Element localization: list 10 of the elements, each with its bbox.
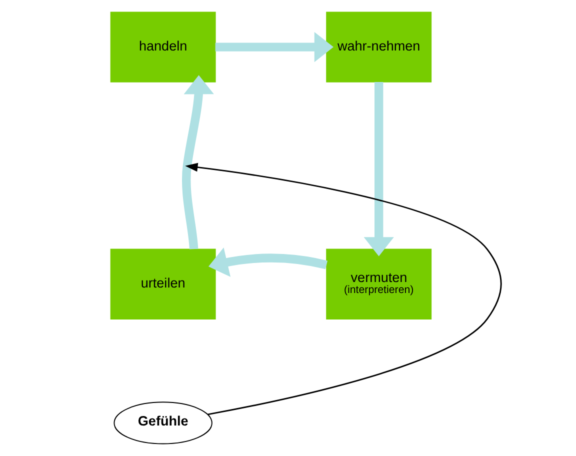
node-box: wahr-nehmen (326, 12, 432, 82)
node-box: handeln (110, 12, 216, 82)
arrow (182, 75, 214, 250)
node-ellipse: Gefühle (114, 402, 212, 444)
arrow (215, 32, 334, 62)
node-box: urteilen (110, 248, 216, 320)
arrow (208, 248, 328, 277)
arrow (185, 162, 502, 416)
arrow (364, 82, 394, 256)
node-box: vermuten (interpretieren) (326, 248, 432, 320)
